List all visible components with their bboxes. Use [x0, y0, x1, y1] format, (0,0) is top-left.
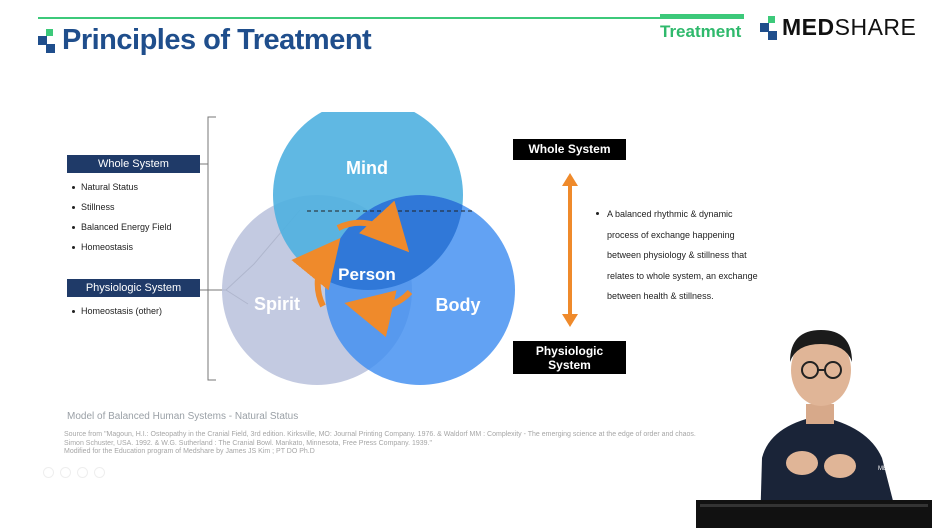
whole-system-box: Whole System [513, 139, 626, 160]
source-citation: Source from "Magoun, H.I.: Osteopathy in… [64, 431, 696, 455]
venn-diagram: Mind Spirit Body Person [222, 112, 515, 385]
bullet-icon [596, 212, 599, 215]
medshare-cross-icon [38, 28, 58, 53]
header-rule [38, 17, 744, 19]
cycle-arrow-icon [344, 289, 413, 338]
list-item: Homeostasis (other) [67, 301, 207, 321]
spirit-label: Spirit [254, 294, 300, 314]
cycle-arrow-icon [336, 200, 410, 253]
presenter-figure: MEDSHARE [696, 330, 932, 528]
section-label: Treatment [660, 22, 742, 41]
double-arrow-icon [562, 173, 578, 327]
list-item: Natural Status [67, 177, 207, 197]
body-label: Body [436, 295, 481, 315]
medshare-logo: MEDSHARE [760, 14, 916, 41]
physiologic-system-list: Homeostasis (other) [67, 301, 207, 321]
physiologic-system-box: Physiologic System [513, 341, 626, 374]
list-item: Balanced Energy Field [67, 217, 207, 237]
physiologic-system-label: Physiologic System [67, 279, 200, 297]
person-label: Person [338, 265, 396, 284]
list-item: Homeostasis [67, 237, 207, 257]
title-block: Principles of Treatment [38, 24, 372, 57]
diagram-caption: Model of Balanced Human Systems - Natura… [67, 411, 299, 422]
logo-text: MEDSHARE [782, 14, 917, 40]
whole-system-list: Natural Status Stillness Balanced Energy… [67, 177, 207, 257]
whole-system-label: Whole System [67, 155, 200, 173]
section-tab: Treatment [660, 14, 744, 41]
shirt-logo: MEDSHARE [878, 466, 912, 472]
exchange-description: A balanced rhythmic & dynamic process of… [596, 204, 776, 307]
cycle-arrow-icon [291, 238, 341, 308]
list-item: Stillness [67, 197, 207, 217]
mind-label: Mind [346, 158, 388, 178]
faint-dots [43, 467, 105, 478]
medshare-logo-icon [760, 15, 780, 40]
page-title: Principles of Treatment [62, 24, 372, 56]
